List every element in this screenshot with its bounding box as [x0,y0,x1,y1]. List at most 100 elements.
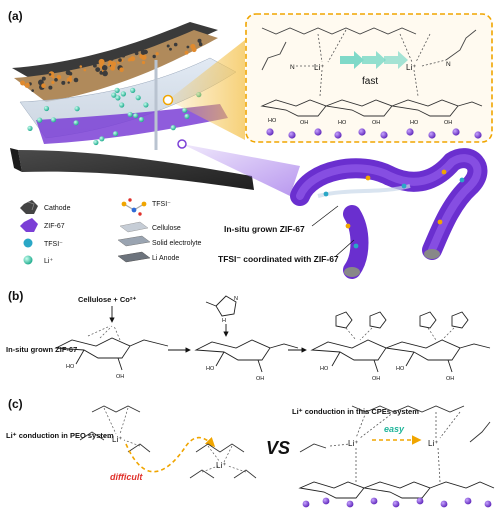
legend: Cathode ZIF-67 TFSI⁻ Li⁺ TFSI⁻ Cellulose… [20,198,202,265]
legend-label-tfsi-molecule: TFSI⁻ [152,201,171,208]
cathode-particle [118,58,122,62]
zoom-beam-orange [168,40,245,140]
nitrile-groups-inset: N N [290,61,451,71]
li-ion-particle [130,87,136,93]
insitu-caption: In-situ grown ZIF-67 [6,345,77,354]
insitu-zif67-label: In-situ grown ZIF-67 [224,224,305,234]
li-ion-particle [119,102,125,108]
cathode-particle [98,58,105,65]
li-label-inset-1: Li⁺ [314,63,324,72]
peo-chain-right [189,443,257,479]
anode-side [10,148,22,172]
fast-label: fast [362,76,378,87]
li-label-peo-2: Li⁺ [216,461,226,470]
li-ion-particle [114,87,120,93]
cathode-particle [67,81,70,84]
svg-text:N: N [446,61,451,68]
zif67-particles-cpes [302,497,492,508]
svg-text:N: N [290,64,295,71]
li-ion-particle [143,102,149,108]
tfsi-molecule [441,169,447,175]
ring-label-ho-b3: HO [320,366,329,372]
peo-coordination-left [91,407,141,447]
cathode-particle [107,63,111,67]
tfsi-molecule [459,177,465,183]
li-anode-layer [18,150,254,190]
cathode-particle [186,45,190,49]
cathode-particle [110,61,117,67]
li-ion-particle [50,117,57,123]
li-ion-particle [184,113,190,119]
zif67-particles-inset [266,128,482,139]
svg-text:OH: OH [444,120,452,126]
tfsi-molecule [345,223,351,229]
cathode-particle [69,75,72,79]
cathode-particle [110,57,114,61]
cathode-particle [56,74,62,80]
peo-chain-left [79,405,151,453]
svg-text:HO: HO [338,120,347,126]
tfsi-leader-line [335,239,355,257]
methylimidazole-molecule [205,295,237,317]
zif67-particle [452,128,460,136]
fast-arrows [340,51,408,69]
li-ion-particle [127,111,133,118]
cathode-particle [52,76,55,79]
cellulose-backbone-inset [260,99,483,117]
cathode-particle [20,80,26,86]
li-ion-sphere-icon [23,255,33,265]
zif67-particle [440,500,448,508]
tfsi-molecule [365,175,371,181]
cathode-particle [93,63,97,68]
cathode-particle [101,65,108,71]
ring-label-oh-b4: OH [446,376,454,382]
co-coordination-dashes-b1 [87,325,121,341]
zif67-particle [484,500,492,508]
li-ion-particle [111,92,117,98]
cathode-particle [102,70,108,77]
li-ion-particle [99,136,105,142]
panel-a-label: (a) [8,9,23,23]
cathode-particle [41,83,46,88]
cpes-caption: Li⁺ conduction in this CPEs system [292,407,419,416]
cathode-particle [41,76,46,81]
zif67-particle [406,128,414,136]
cathode-particle [61,80,66,85]
svg-text:H: H [222,318,226,324]
zif67-particle [464,497,472,505]
zif67-particle [370,497,378,505]
cathode-particle [83,68,87,72]
zif67-particle [380,131,388,139]
cathode-particle [130,56,136,62]
cathode-particle [48,85,53,90]
cpes-cellulose-backbone [298,481,495,499]
zif67-particle [474,131,482,139]
legend-label-solid-electrolyte: Solid electrolyte [152,240,202,247]
cathode-particle [184,50,189,55]
zif67-particle [302,500,310,508]
tfsi-molecule [437,219,443,225]
mechanism-inset-box [245,13,493,143]
cellulose-unit-zif-right [310,339,491,373]
zif67-particle [346,500,354,508]
cathode-particle [68,71,73,76]
zoom-point-purple [177,139,187,149]
cathode-particle [79,65,83,68]
panel-b-label: (b) [8,289,23,303]
zif67-particle [334,131,342,139]
cathode-particle [140,50,146,55]
svg-text:OH: OH [372,120,380,126]
difficult-label: difficult [110,472,143,482]
svg-text:HO: HO [410,120,419,126]
zif67-particle [288,131,296,139]
co-coordination-dashes-right [345,327,455,341]
li-ion-particle [73,120,79,126]
zif67-particle [428,131,436,139]
tfsi-molecules-on-coil [323,169,465,249]
cathode-particle [25,82,30,87]
peo-coordination-right [201,445,247,473]
cathode-particle [173,42,178,47]
zif67-particle [314,128,322,136]
ring-label-oh-b2: OH [256,376,264,382]
ring-label-oh-b1: OH [116,374,124,380]
